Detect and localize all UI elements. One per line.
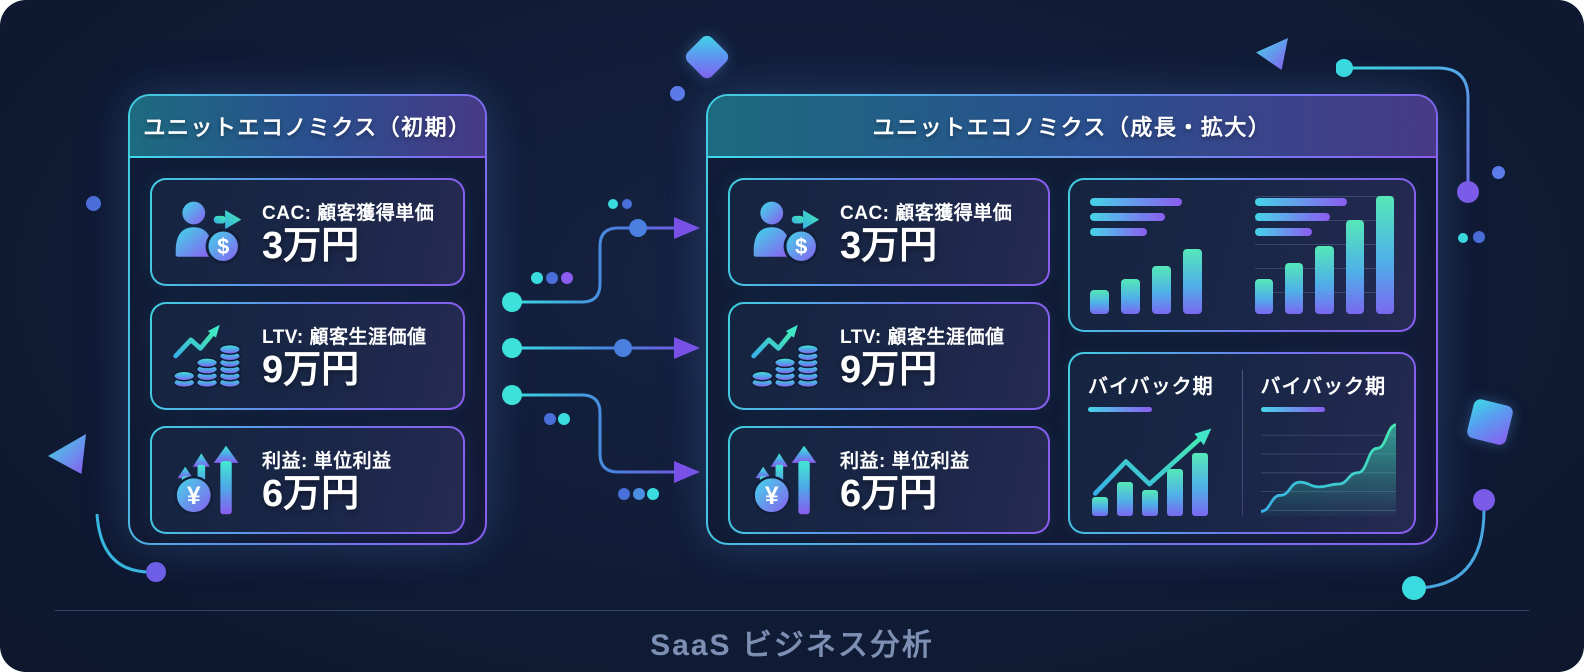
metric-value: 9万円 <box>262 348 360 391</box>
payback-section-bars: バイバック期 <box>1088 370 1242 516</box>
payback-title: バイバック期 <box>1260 376 1387 398</box>
footer-title: SaaS ビジネス分析 <box>650 629 934 662</box>
triangle-decoration-left <box>48 434 86 474</box>
vertical-divider <box>1241 370 1243 516</box>
panel-title-growth: ユニットエコノミクス（成長・拡大） <box>872 115 1272 140</box>
connector-line-top-right <box>1336 59 1479 203</box>
metric-value: 9万円 <box>840 348 938 391</box>
flow-arrows <box>502 199 700 500</box>
panel-header-growth: ユニットエコノミクス（成長・拡大） <box>708 96 1436 156</box>
dot-decoration <box>1473 231 1485 243</box>
metric-value: 6万円 <box>840 472 938 515</box>
header-divider <box>708 156 1436 158</box>
metric-card-ltv: LTV: 顧客生涯価値 9万円 <box>728 302 1050 410</box>
panel-unit-economics-growth: ユニットエコノミクス（成長・拡大） <box>706 94 1438 545</box>
metric-label: CAC: 顧客獲得単価 <box>840 202 1013 224</box>
metric-label: 利益: 単位利益 <box>262 450 392 472</box>
svg-text:$: $ <box>217 234 229 259</box>
customer-acquisition-icon: $ <box>748 194 824 270</box>
payback-card: バイバック期 バイバ <box>1068 352 1416 534</box>
mini-dashboard-right <box>1253 196 1396 314</box>
area-chart <box>1260 423 1396 516</box>
text-placeholder-lines <box>1090 198 1182 236</box>
metric-label: 利益: 単位利益 <box>840 450 970 472</box>
cube-decoration-top <box>682 32 732 82</box>
connector-line-bottom-right <box>1402 489 1495 600</box>
triangle-decoration-top-right <box>1256 38 1288 70</box>
metric-label: LTV: 顧客生涯価値 <box>840 326 1005 348</box>
cube-decoration-right <box>1465 397 1515 447</box>
metric-label: CAC: 顧客獲得単価 <box>262 202 435 224</box>
unit-profit-icon: ¥ <box>748 442 824 518</box>
dot-decoration <box>670 86 685 101</box>
unit-profit-icon: ¥ <box>170 442 246 518</box>
lifetime-value-icon <box>170 318 246 394</box>
growth-dashboard-card <box>1068 178 1416 332</box>
svg-text:¥: ¥ <box>187 483 201 510</box>
title-underline <box>1088 407 1152 412</box>
lifetime-value-icon <box>748 318 824 394</box>
metric-card-profit: ¥ 利益: 単位利益 6万円 <box>150 426 465 534</box>
customer-acquisition-icon: $ <box>170 194 246 270</box>
metric-card-profit: ¥ 利益: 単位利益 6万円 <box>728 426 1050 534</box>
metric-card-ltv: LTV: 顧客生涯価値 9万円 <box>150 302 465 410</box>
bar-chart <box>1090 196 1229 314</box>
svg-text:$: $ <box>795 234 807 259</box>
trend-arrow <box>1092 428 1212 496</box>
metric-card-cac: $ CAC: 顧客獲得単価 3万円 <box>150 178 465 286</box>
metric-value: 3万円 <box>262 224 360 267</box>
dot-decoration <box>86 196 101 211</box>
payback-title: バイバック期 <box>1088 376 1214 398</box>
bar-chart <box>1092 422 1208 516</box>
footer-divider <box>55 610 1529 611</box>
dot-decoration <box>1458 233 1468 243</box>
dot-decoration <box>1492 166 1505 179</box>
mini-dashboard-left <box>1088 196 1231 314</box>
panel-unit-economics-initial: ユニットエコノミクス（初期） $ <box>128 94 487 545</box>
payback-section-area: バイバック期 <box>1243 370 1396 516</box>
title-underline <box>1260 407 1325 412</box>
header-divider <box>130 156 485 158</box>
panel-title-initial: ユニットエコノミクス（初期） <box>143 115 472 140</box>
text-placeholder-lines <box>1255 198 1347 236</box>
metric-value: 6万円 <box>262 472 360 515</box>
metric-label: LTV: 顧客生涯価値 <box>262 326 427 348</box>
metric-value: 3万円 <box>840 224 938 267</box>
svg-text:¥: ¥ <box>765 483 779 510</box>
connector-line-bottom-left <box>95 513 166 582</box>
metric-card-cac: $ CAC: 顧客獲得単価 3万円 <box>728 178 1050 286</box>
panel-header-initial: ユニットエコノミクス（初期） <box>130 96 485 156</box>
